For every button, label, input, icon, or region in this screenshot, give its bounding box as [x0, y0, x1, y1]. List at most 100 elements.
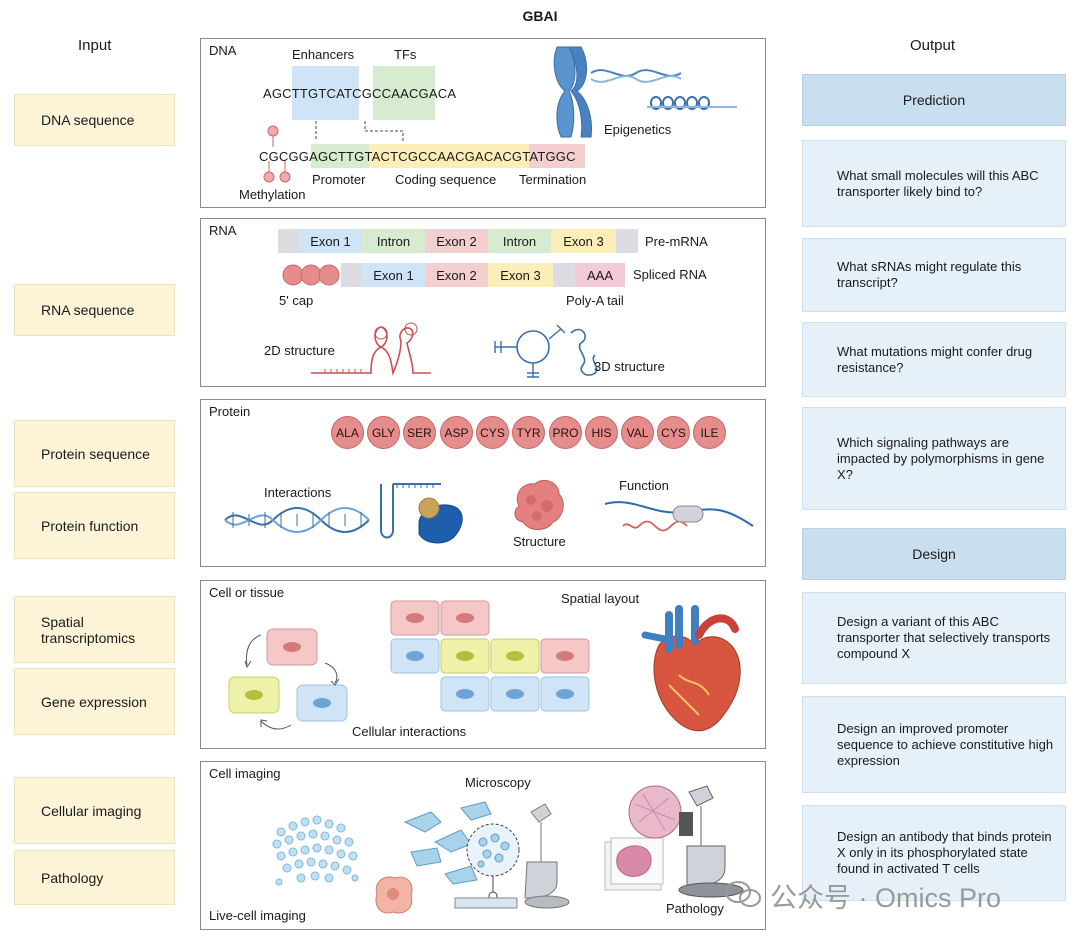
amino-acid-1: ALA	[331, 416, 364, 449]
output-column-title: Output	[910, 37, 956, 54]
pathology-slides-icon	[604, 785, 744, 898]
input-pathology: Pathology	[14, 850, 175, 905]
amino-acid-3: SER	[403, 416, 436, 449]
cell-colony-icon	[272, 815, 359, 886]
nucleosome-icon	[647, 96, 737, 110]
pathology-label: Pathology	[666, 901, 724, 916]
dna-panel-label: DNA	[209, 43, 237, 58]
input-cellular-imaging: Cellular imaging	[14, 777, 175, 844]
cell-panel: Cell or tissue Spatial layout Cellular i…	[200, 580, 766, 749]
watermark-text: 公众号 · Omics Pro	[770, 883, 1002, 913]
function-label: Function	[619, 478, 669, 493]
poly-a-tail-segment: AAA	[575, 263, 625, 287]
rna-panel-label: RNA	[209, 223, 237, 238]
amino-acid-4: ASP	[440, 416, 473, 449]
microscopy-label: Microscopy	[465, 775, 531, 790]
promoter-label: Promoter	[312, 172, 366, 187]
amino-acid-6: TYR	[512, 416, 545, 449]
microscopy-cells-icon	[403, 801, 570, 909]
input-column-title: Input	[78, 37, 112, 54]
spliced-rna-label: Spliced RNA	[633, 267, 707, 282]
chromosome-icon	[553, 46, 737, 138]
input-rna-sequence: RNA sequence	[14, 284, 175, 336]
imaging-panel: Cell imaging Microscopy Live-cell imagin…	[200, 761, 766, 930]
input-protein-sequence: Protein sequence	[14, 420, 175, 487]
cellular-interactions-label: Cellular interactions	[352, 724, 467, 739]
heart-icon	[641, 605, 741, 732]
termination-label: Termination	[519, 172, 587, 187]
dna-sequence-top: AGCTTGTCATCGCCAACGACA	[263, 86, 457, 101]
live-cell-imaging-label: Live-cell imaging	[209, 908, 306, 923]
amino-acid-8: HIS	[585, 416, 618, 449]
amino-acid-2: GLY	[367, 416, 400, 449]
pre-mrna-exon1: Exon 1	[299, 229, 362, 253]
pre-mrna-utr5	[278, 229, 299, 253]
input-dna-sequence: DNA sequence	[14, 94, 175, 146]
prediction-item-4: Which signaling pathways are impacted by…	[802, 407, 1066, 510]
five-prime-cap-label: 5' cap	[279, 293, 314, 308]
rna-3d-structure-icon	[494, 324, 598, 378]
rna-2d-structure-label: 2D structure	[264, 343, 335, 358]
pre-mrna-intron1: Intron	[362, 229, 425, 253]
wechat-icon	[725, 881, 761, 907]
termination-highlight	[529, 144, 585, 168]
cellular-interactions-icon	[228, 628, 348, 730]
figure-title: GBAI	[522, 8, 558, 24]
prediction-item-3: What mutations might confer drug resista…	[802, 322, 1066, 397]
design-item-3: Design an antibody that binds protein X …	[802, 805, 1066, 901]
protein-panel: Protein ALA GLY SER ASP CYS TYR PRO HIS …	[200, 399, 766, 567]
input-protein-function: Protein function	[14, 492, 175, 559]
input-gene-expression: Gene expression	[14, 668, 175, 735]
prediction-item-1: What small molecules will this ABC trans…	[802, 140, 1066, 227]
spliced-utr3	[553, 263, 575, 287]
tfs-label: TFs	[394, 47, 417, 62]
interactions-label: Interactions	[264, 485, 332, 500]
spliced-exon3: Exon 3	[488, 263, 553, 287]
dna-connector-lines	[263, 121, 404, 183]
amino-acid-7: PRO	[549, 416, 582, 449]
amino-acid-9: VAL	[621, 416, 654, 449]
spliced-exon2: Exon 2	[425, 263, 488, 287]
enhancers-label: Enhancers	[292, 47, 355, 62]
pre-mrna-intron2: Intron	[488, 229, 551, 253]
prediction-header: Prediction	[802, 74, 1066, 126]
dna-panel: DNA Enhancers TFs AGCTTGTCATCGCCAACGACA …	[200, 38, 766, 208]
cell-panel-label: Cell or tissue	[209, 585, 285, 600]
five-prime-cap-icon	[282, 264, 340, 286]
pre-mrna-exon2: Exon 2	[425, 229, 488, 253]
spatial-layout-label: Spatial layout	[561, 591, 640, 606]
rna-3d-structure-label: 3D structure	[594, 359, 665, 374]
amino-acid-11: ILE	[693, 416, 726, 449]
coding-highlight	[369, 144, 529, 168]
dna-protein-interaction-icon	[224, 483, 463, 544]
protein-function-icon	[604, 501, 754, 532]
protein-panel-label: Protein	[209, 404, 251, 419]
rna-2d-structure-icon	[311, 322, 431, 376]
enhancer-highlight	[292, 66, 359, 120]
rna-panel: RNA Exon 1 Intron Exon 2 Intron Exon 3 P…	[200, 218, 766, 387]
coding-sequence-label: Coding sequence	[395, 172, 497, 187]
amino-acid-10: CYS	[657, 416, 690, 449]
tf-highlight	[373, 66, 435, 120]
structure-label: Structure	[513, 534, 566, 549]
input-spatial-transcriptomics: Spatial transcriptomics	[14, 596, 175, 663]
dna-sequence-bottom: CGCGGAGCTTGTACTCGCCAACGACACGTATGGC	[259, 149, 576, 164]
design-item-2: Design an improved promoter sequence to …	[802, 696, 1066, 793]
spliced-exon1: Exon 1	[362, 263, 425, 287]
amino-acid-5: CYS	[476, 416, 509, 449]
spatial-layout-grid-icon	[390, 600, 590, 712]
promoter-highlight	[311, 144, 369, 168]
design-header: Design	[802, 528, 1066, 580]
protein-structure-icon	[514, 479, 564, 530]
design-item-1: Design a variant of this ABC transporter…	[802, 592, 1066, 684]
pre-mrna-exon3: Exon 3	[551, 229, 616, 253]
live-cell-icon	[375, 876, 413, 914]
pre-mrna-label: Pre-mRNA	[645, 234, 708, 249]
imaging-panel-label: Cell imaging	[209, 766, 281, 781]
methylation-label: Methylation	[239, 187, 306, 202]
poly-a-tail-label: Poly-A tail	[566, 293, 624, 308]
prediction-item-2: What sRNAs might regulate this transcrip…	[802, 238, 1066, 312]
spliced-utr5	[341, 263, 362, 287]
pre-mrna-utr3	[616, 229, 638, 253]
epigenetics-label: Epigenetics	[604, 122, 672, 137]
